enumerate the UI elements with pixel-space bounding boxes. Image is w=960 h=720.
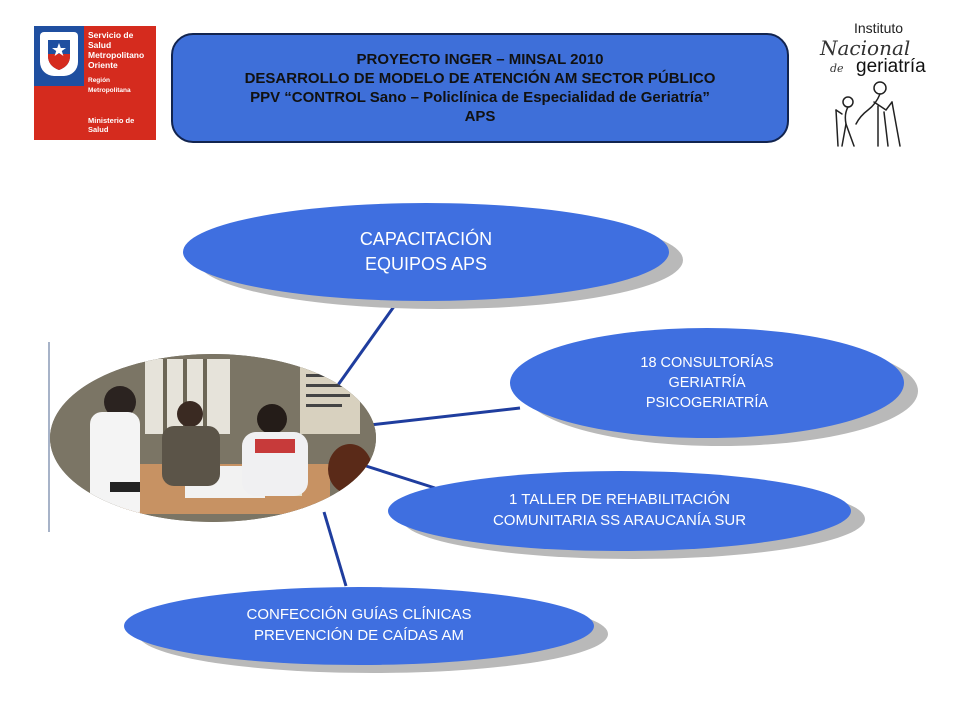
logo-line: Metropolitano [88,50,145,60]
logo-instituto-text: Instituto [854,20,904,36]
node-consultorias-line-3: PSICOGERIATRÍA [645,395,769,411]
title-line-2: DESARROLLO DE MODELO DE ATENCIÓN AM SECT… [244,70,716,87]
photo-edge-line [48,342,50,532]
connector-guias [322,511,348,587]
connector-consultorias [369,406,521,427]
node-capacitacion: CAPACITACIÓN EQUIPOS APS [183,203,669,301]
connector-capacitacion [336,297,402,386]
node-consultorias: 18 CONSULTORÍAS GERIATRÍA PSICOGERIATRÍA [510,328,904,438]
clinic-photo [50,354,376,522]
node-guias-line-2: PREVENCIÓN DE CAÍDAS AM [253,627,465,644]
logo-ministry: Ministerio de Salud [88,116,134,134]
node-capacitacion-line-1: CAPACITACIÓN [359,229,493,250]
logo-line: Oriente [88,60,118,70]
title-line-1: PROYECTO INGER – MINSAL 2010 [356,51,604,68]
chile-flag [34,26,84,140]
logo-de-text: de [830,62,844,75]
node-guias: CONFECCIÓN GUÍAS CLÍNICAS PREVENCIÓN DE … [124,587,594,665]
title-line-3: PPV “CONTROL Sano – Policlínica de Espec… [250,89,710,106]
photo-frame [48,342,376,532]
logo-region: Región Metropolitana [88,77,131,94]
node-consultorias-line-2: GERIATRÍA [668,375,746,391]
node-consultorias-line-1: 18 CONSULTORÍAS [640,355,774,371]
servicio-salud-logo: Servicio de Salud Metropolitano Oriente … [34,26,156,140]
logo-text-panel: Servicio de Salud Metropolitano Oriente … [84,26,156,140]
logo-ministry-line: Salud [88,125,109,134]
project-title-box: PROYECTO INGER – MINSAL 2010 DESARROLLO … [171,33,789,143]
elderly-figures-icon [835,81,901,147]
connector-taller [365,464,436,490]
instituto-geriatria-logo: Instituto Nacional de geriatría [808,16,936,148]
logo-geriatria-text: geriatría [856,56,926,77]
node-taller-line-2: COMUNITARIA SS ARAUCANÍA SUR [492,512,747,529]
logo-nacional-text: Nacional [820,36,911,60]
coat-of-arms-icon [40,32,78,76]
node-taller-line-1: 1 TALLER DE REHABILITACIÓN [509,491,730,509]
node-taller: 1 TALLER DE REHABILITACIÓN COMUNITARIA S… [388,471,851,551]
node-guias-line-1: CONFECCIÓN GUÍAS CLÍNICAS [246,606,472,624]
logo-line: Salud [88,40,112,50]
logo-ministry-line: Ministerio de [88,116,135,125]
logo-line: Servicio de [88,30,134,40]
title-line-4: APS [464,108,496,125]
node-capacitacion-line-2: EQUIPOS APS [364,254,488,274]
